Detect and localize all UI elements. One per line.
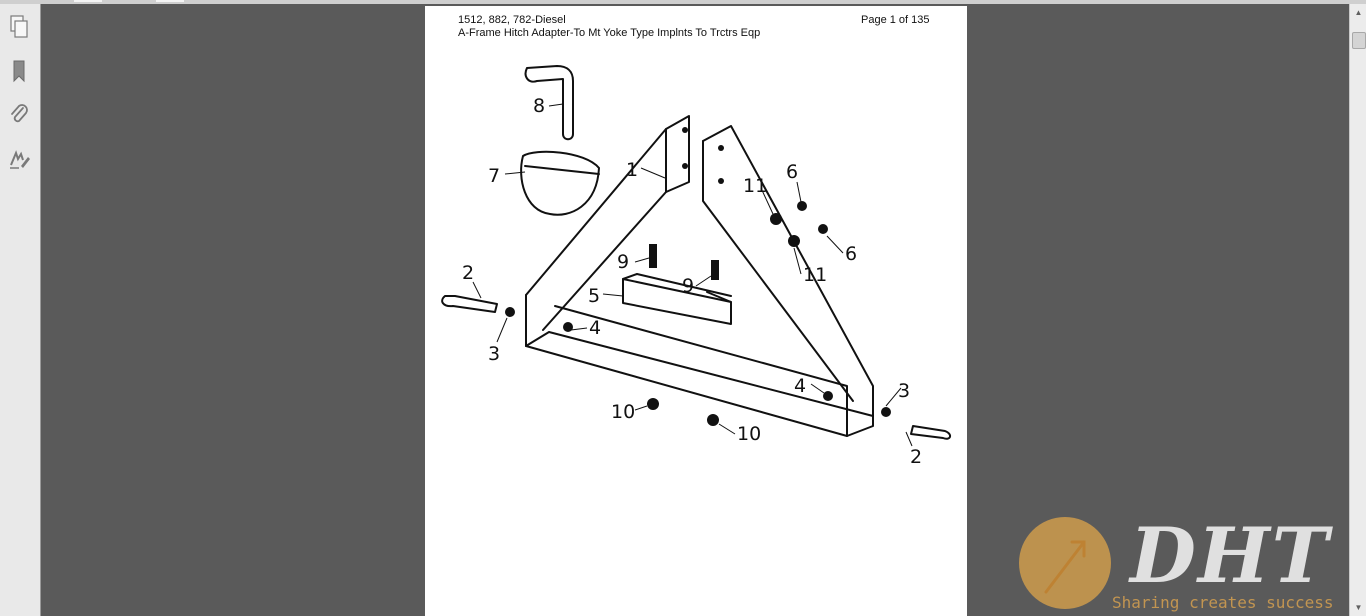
document-viewer[interactable]: 1512, 882, 782-Diesel A-Frame Hitch Adap…: [41, 4, 1349, 616]
callout-11-top: 11: [743, 175, 767, 197]
callout-2-right: 2: [910, 446, 922, 468]
callout-8: 8: [533, 95, 545, 117]
callout-3-left: 3: [488, 343, 500, 365]
callout-7: 7: [488, 165, 500, 187]
top-toolbar-edge: [0, 0, 1366, 4]
callout-6-top: 6: [786, 161, 798, 183]
attachment-icon[interactable]: [6, 101, 32, 127]
scroll-up-icon[interactable]: ▲: [1354, 8, 1363, 17]
bracket-top-edge: [622, 273, 732, 297]
callout-labels: 1 2 2 3 3 4 4 5 6 6 7 8 9 9 10 10 11 11: [462, 95, 922, 468]
bottom-channel-back: [525, 331, 874, 417]
callout-10-right: 10: [737, 423, 761, 445]
exploded-parts-diagram: 1 2 2 3 3 4 4 5 6 6 7 8 9 9 10 10 11 11: [441, 65, 951, 468]
frame-left-leg: [525, 128, 667, 331]
bracket-plate: [622, 278, 732, 325]
document-model-title: 1512, 882, 782-Diesel: [458, 14, 566, 26]
vertical-scrollbar[interactable]: ▲ ▼: [1349, 4, 1366, 616]
callout-2-left: 2: [462, 262, 474, 284]
callout-9-right: 9: [682, 275, 694, 297]
pdf-page: 1512, 882, 782-Diesel A-Frame Hitch Adap…: [425, 6, 967, 616]
bracket-lip: [706, 291, 732, 303]
pin-left: [441, 295, 498, 313]
callout-4-right: 4: [794, 375, 806, 397]
scroll-thumb[interactable]: [1352, 32, 1366, 49]
leader-lines: [472, 103, 913, 447]
callout-11-lower: 11: [803, 264, 827, 286]
page-number: Page 1 of 135: [861, 14, 930, 26]
toolbar-tab[interactable]: [156, 0, 184, 2]
callout-10-left: 10: [611, 401, 635, 423]
callout-4-left: 4: [589, 317, 601, 339]
document-subtitle: A-Frame Hitch Adapter-To Mt Yoke Type Im…: [458, 27, 761, 39]
toolbar-tab[interactable]: [74, 0, 102, 2]
frame-right-leg-inner: [702, 140, 854, 402]
frame-right-leg: [702, 125, 874, 437]
hitch-ball: [520, 150, 600, 216]
callout-1: 1: [626, 159, 638, 181]
callout-6-lower: 6: [845, 243, 857, 265]
pin-right: [910, 425, 951, 440]
signature-icon[interactable]: [6, 145, 32, 171]
hitch-ball-rim: [524, 165, 600, 175]
bottom-channel-front: [525, 305, 848, 437]
callout-3-right: 3: [898, 380, 910, 402]
bookmark-icon[interactable]: [6, 58, 32, 84]
hitch-pin: [524, 65, 574, 141]
navigation-sidebar: [0, 4, 41, 616]
left-top-plate: [665, 115, 690, 193]
scroll-down-icon[interactable]: ▼: [1354, 603, 1363, 612]
callout-9-left: 9: [617, 251, 629, 273]
pages-icon[interactable]: [6, 14, 32, 40]
callout-5: 5: [588, 285, 600, 307]
